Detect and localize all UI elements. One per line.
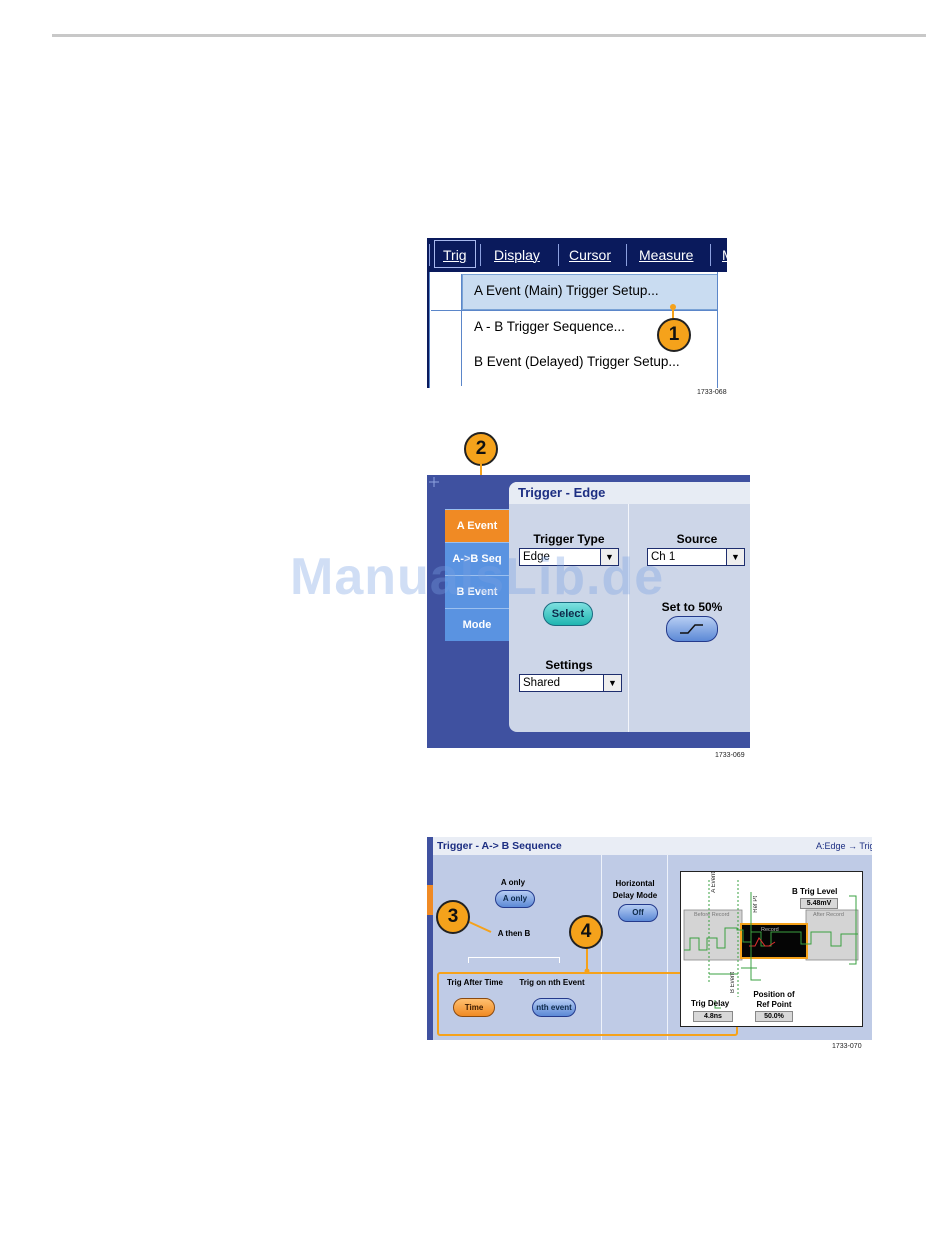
crosshair-icon <box>429 477 439 487</box>
menu-item-ab-sequence[interactable]: A - B Trigger Sequence... <box>474 319 625 334</box>
record-label: Record <box>761 927 779 933</box>
a-then-b-label: A then B <box>497 929 531 938</box>
callout-3: 3 <box>436 900 470 934</box>
panel-title-bar: Trigger - A-> B Sequence A:Edge → Trig <box>433 837 872 855</box>
select-button[interactable]: Select <box>543 602 593 626</box>
settings-label: Settings <box>545 658 593 672</box>
breadcrumb: A:Edge → Trig <box>816 841 872 851</box>
menu-bar <box>427 238 727 272</box>
b-trig-level-label: B Trig Level <box>792 887 838 896</box>
trigger-type-dropdown[interactable]: Edge ▼ <box>519 548 619 566</box>
dropdown-arrow-icon: ▼ <box>726 549 744 565</box>
source-dropdown[interactable]: Ch 1 ▼ <box>647 548 745 566</box>
position-value: 50.0% <box>755 1011 793 1022</box>
position-label-2: Ref Point <box>756 1000 792 1009</box>
trigger-timing-diagram <box>683 880 859 1009</box>
set-50-label: Set to 50% <box>661 600 723 614</box>
trig-menu-highlight <box>434 240 476 268</box>
menu-cursor[interactable]: Cursor <box>569 247 612 263</box>
trigger-type-label: Trigger Type <box>533 532 605 546</box>
trig-delay-value: 4.8ns <box>693 1011 733 1022</box>
after-record-label: After Record <box>813 912 844 918</box>
menu-item-a-event-setup[interactable]: A Event (Main) Trigger Setup... <box>474 283 659 298</box>
trig-after-time-label: Trig After Time <box>446 978 503 987</box>
callout-4: 4 <box>569 915 603 949</box>
trig-menu-screenshot: Trig Display Cursor Measure M A Event (M… <box>427 238 727 388</box>
set-50-button[interactable] <box>666 616 718 642</box>
tab-mode[interactable]: Mode <box>445 608 509 641</box>
source-label: Source <box>676 532 718 546</box>
callout-2: 2 <box>464 432 498 466</box>
trig-nth-event-label: Trig on nth Event <box>519 978 585 987</box>
menu-item-b-event-setup[interactable]: B Event (Delayed) Trigger Setup... <box>474 354 680 369</box>
a-only-label: A only <box>500 878 526 887</box>
menu-trig[interactable]: Trig <box>443 247 467 263</box>
ab-sequence-diagram: A Event Ref Pt B Event Before Record Aft… <box>680 871 863 1027</box>
before-record-label: Before Record <box>694 912 730 918</box>
menu-more[interactable]: M <box>722 238 727 272</box>
ab-sequence-screenshot: Trigger - A-> B Sequence A:Edge → Trig A… <box>427 837 872 1040</box>
header-rule <box>52 34 926 37</box>
delay-mode-label: Delay Mode <box>612 891 658 900</box>
position-label-1: Position of <box>753 990 795 999</box>
figure-number: 1733-070 <box>832 1043 862 1050</box>
menu-measure[interactable]: Measure <box>639 247 694 263</box>
dropdown-arrow-icon: ▼ <box>603 675 621 691</box>
trigger-edge-screenshot: Trigger - Edge A Event A->B Seq B Event … <box>427 475 750 748</box>
a-only-button[interactable]: A only <box>495 890 535 908</box>
menu-display[interactable]: Display <box>494 247 540 263</box>
dropdown-highlight <box>462 274 718 310</box>
callout-leader-1 <box>670 304 676 320</box>
callout-1: 1 <box>657 318 691 352</box>
dropdown-arrow-icon: ▼ <box>600 549 618 565</box>
watermark: ManualsLib.de <box>290 548 665 606</box>
callout-leaders <box>466 920 590 974</box>
tab-ab-seq[interactable]: A->B Seq <box>445 542 509 575</box>
nth-event-button[interactable]: nth event <box>532 998 576 1017</box>
trig-delay-label: Trig Delay <box>691 999 730 1008</box>
rising-edge-icon <box>680 624 703 634</box>
figure-number: 1733-068 <box>697 389 727 396</box>
panel-title: Trigger - A-> B Sequence <box>437 840 562 852</box>
settings-dropdown[interactable]: Shared ▼ <box>519 674 622 692</box>
horizontal-label: Horizontal <box>615 879 655 888</box>
time-button[interactable]: Time <box>453 998 495 1017</box>
bracket <box>468 957 560 963</box>
tab-b-event[interactable]: B Event <box>445 575 509 608</box>
tab-a-event[interactable]: A Event <box>445 509 509 542</box>
panel-title: Trigger - Edge <box>509 482 750 504</box>
figure-number: 1733-069 <box>715 752 745 759</box>
b-trig-level-value: 5.48mV <box>800 898 838 909</box>
delay-mode-off-button[interactable]: Off <box>618 904 658 922</box>
